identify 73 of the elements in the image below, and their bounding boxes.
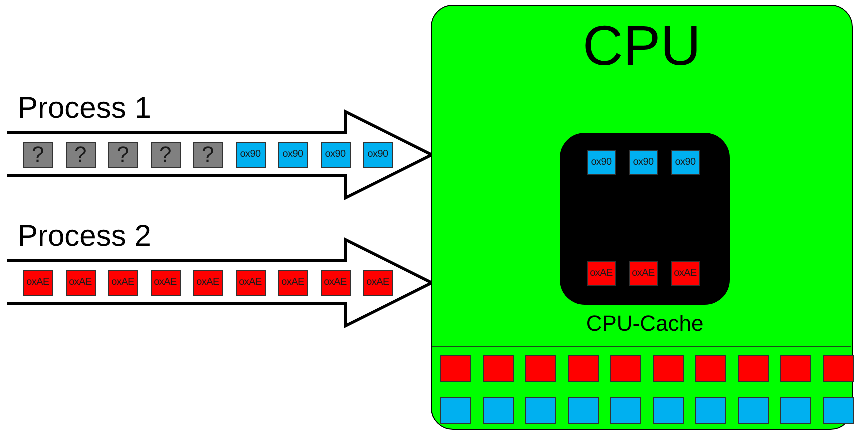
process-title: Process 1 — [18, 92, 152, 126]
cell-value: oxAE — [632, 268, 655, 278]
memory-cell — [525, 355, 556, 382]
data-cell — [629, 150, 658, 175]
data-cell — [150, 142, 180, 168]
cell-value: oxAE — [366, 278, 390, 288]
cell-value: ? — [32, 144, 44, 166]
cell-value: ox90 — [633, 158, 654, 168]
memory-cell — [738, 355, 768, 382]
cell-value: oxAE — [69, 278, 92, 288]
memory-cell — [738, 397, 768, 424]
cpu-title: CPU — [582, 14, 702, 78]
cell-value: oxAE — [674, 268, 697, 278]
data-cell — [671, 150, 700, 175]
memory-cell — [822, 355, 854, 382]
data-cell — [278, 270, 308, 296]
memory-cell — [652, 355, 684, 382]
cell-value: ox90 — [675, 158, 696, 168]
memory-cell — [440, 355, 471, 382]
cell-value: oxAE — [196, 278, 220, 288]
cell-value: ox90 — [591, 158, 612, 168]
cell-value: ? — [117, 144, 129, 166]
data-cell — [193, 142, 223, 168]
memory-cell — [822, 397, 854, 424]
memory-cell — [482, 355, 514, 382]
data-cell — [108, 270, 138, 296]
data-cell — [108, 142, 138, 168]
cell-value: oxAE — [154, 278, 177, 288]
cell-value: ox90 — [240, 150, 261, 160]
cell-value: oxAE — [324, 278, 347, 288]
data-cell — [236, 270, 266, 296]
data-cell — [363, 142, 393, 168]
data-cell — [150, 270, 180, 296]
data-cell — [236, 142, 266, 168]
memory-cell — [568, 397, 598, 424]
data-cell — [629, 261, 658, 286]
cell-value: oxAE — [282, 278, 304, 288]
data-cell — [23, 270, 53, 296]
data-cell — [587, 261, 616, 286]
memory-cell — [695, 397, 726, 424]
cell-value: oxAE — [26, 278, 50, 288]
data-cell — [671, 261, 700, 286]
memory-cell — [780, 355, 811, 382]
data-cell — [363, 270, 393, 296]
memory-cell — [610, 397, 641, 424]
cpu-block — [431, 5, 853, 430]
data-cell — [320, 142, 350, 168]
cell-value: ox90 — [282, 150, 304, 160]
memory-cell — [780, 397, 811, 424]
cache-title: CPU-Cache — [585, 311, 705, 337]
cell-value: ox90 — [325, 150, 346, 160]
cell-value: ox90 — [368, 150, 388, 160]
cell-value: oxAE — [590, 268, 613, 278]
data-cell — [587, 150, 616, 175]
cell-value: ? — [202, 144, 214, 166]
memory-cell — [482, 397, 514, 424]
memory-cell — [525, 397, 556, 424]
data-cell — [66, 270, 96, 296]
cell-value: ? — [74, 144, 86, 166]
data-cell — [193, 270, 223, 296]
cell-value: ? — [160, 144, 172, 166]
memory-cell — [695, 355, 726, 382]
cell-value: oxAE — [239, 278, 262, 288]
memory-cell — [610, 355, 641, 382]
data-cell — [23, 142, 53, 168]
memory-cell — [652, 397, 684, 424]
memory-cell — [568, 355, 598, 382]
data-cell — [278, 142, 308, 168]
memory-cell — [440, 397, 471, 424]
process-title: Process 2 — [18, 220, 152, 254]
data-cell — [320, 270, 350, 296]
data-cell — [66, 142, 96, 168]
cell-value: oxAE — [112, 278, 134, 288]
